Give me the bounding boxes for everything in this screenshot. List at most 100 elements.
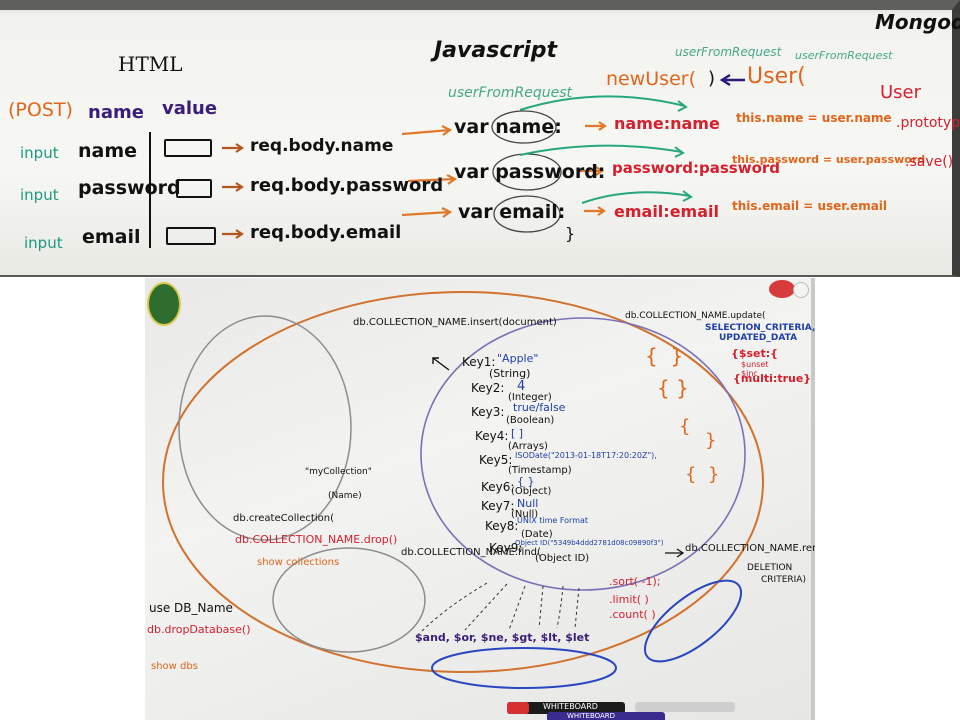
key-2-type: (Integer) — [508, 392, 552, 403]
find-operator-lines — [420, 582, 580, 633]
whiteboard-html-js-mongodb: HTML Javascript Mongodb (POST) name valu… — [0, 0, 960, 277]
key-8-type: (Date) — [521, 529, 553, 540]
mongodb-header: Mongodb — [875, 10, 960, 34]
database-ellipse — [162, 291, 764, 673]
update-arg-criteria: SELECTION_CRITERIA, — [705, 323, 815, 333]
drop-database-command: db.dropDatabase() — [147, 623, 251, 636]
key-4: Key4: — [475, 429, 509, 443]
use-database-command: use DB_Name — [149, 601, 233, 615]
assign-password: this.password = user.password — [732, 153, 926, 166]
count-modifier: .count( ) — [609, 608, 656, 621]
post-method-label: (POST) — [8, 99, 73, 121]
input-tag-label: input — [20, 186, 59, 204]
show-collections-command: show collections — [257, 557, 340, 568]
req-arrows — [222, 143, 244, 239]
value-column-header: value — [162, 98, 218, 119]
key-3-type: (Boolean) — [506, 415, 555, 426]
html-header: HTML — [118, 52, 183, 76]
var-email: var email: — [458, 201, 566, 223]
email-input-box-drawing — [166, 227, 216, 245]
red-magnet — [769, 280, 795, 298]
school-logo-sticker — [147, 282, 181, 326]
assign-name: this.name = user.name — [736, 111, 892, 125]
input-name-label: name — [78, 140, 138, 162]
marker-label: WHITEBOARD — [543, 702, 598, 711]
user-arrow — [719, 73, 745, 87]
update-command-prefix: db.COLLECTION_NAME.update( — [625, 311, 766, 321]
key-6-type: (Object) — [511, 486, 552, 497]
white-magnet — [793, 282, 809, 298]
key-5-type: (Timestamp) — [508, 465, 572, 476]
key-7-value: Null — [517, 497, 539, 510]
document-ellipse — [420, 317, 746, 591]
marker-label: WHITEBOARD — [567, 712, 616, 720]
collection-ellipse-1 — [178, 315, 352, 541]
multi-option: {multi:true} — [733, 372, 812, 385]
remove-command: db.COLLECTION_NAME.remove( — [685, 543, 815, 554]
var-arrows — [401, 121, 607, 218]
input-tag-label: input — [24, 234, 63, 252]
collection-name-label: (Name) — [328, 491, 362, 501]
brace-decoration: { } — [645, 344, 684, 368]
key-7-type: (Null) — [511, 509, 539, 520]
marker-black: WHITEBOARD — [507, 702, 625, 714]
input-tag-label: input — [20, 144, 59, 162]
object-close-brace: } — [565, 224, 576, 243]
unset-operator: $unset — [741, 360, 769, 369]
user-from-request-label: userFromRequest — [448, 85, 573, 101]
new-user-close-paren: ) — [708, 68, 716, 89]
query-ellipse-2 — [643, 579, 743, 663]
collection-ellipse-2 — [272, 547, 426, 653]
marker-gray — [635, 702, 735, 712]
name-column-header: name — [88, 102, 144, 123]
mongo-prototype: .prototype — [896, 115, 960, 131]
sort-modifier: .sort( -1); — [609, 575, 661, 588]
javascript-header: Javascript — [434, 38, 558, 63]
key-3-value: true/false — [513, 401, 566, 414]
drop-collection-command: db.COLLECTION_NAME.drop() — [235, 533, 398, 546]
marker-purple: WHITEBOARD — [547, 712, 665, 720]
key-6-value: { } — [517, 475, 535, 488]
create-collection-command: db.createCollection( — [233, 513, 334, 524]
key-8-value: UNIX time Format — [517, 516, 589, 525]
var-ovals — [491, 110, 562, 233]
key-1-value: "Apple" — [497, 352, 539, 365]
key-2-value: 4 — [517, 379, 526, 394]
name-input-box-drawing — [164, 139, 212, 157]
deletion-label-2: CRITERIA) — [761, 575, 806, 585]
assign-email: this.email = user.email — [732, 199, 888, 213]
password-input-box-drawing — [176, 179, 212, 198]
map-password: password:password — [612, 159, 781, 177]
user-from-request-param: userFromRequest — [795, 49, 893, 62]
query-ellipse-1 — [431, 647, 617, 689]
whiteboard-mongodb-crud: db.COLLECTION_NAME.insert(document) db.C… — [145, 278, 815, 720]
key-5: Key5: — [479, 453, 513, 467]
green-curve-arrows — [519, 95, 693, 204]
key-4-type: (Arrays) — [508, 441, 548, 452]
var-name: var name: — [454, 116, 562, 138]
new-user-call: newUser( — [606, 68, 696, 90]
brace-decoration: { — [679, 416, 691, 437]
key-2: Key2: — [471, 381, 505, 395]
req-body-password: req.body.password — [250, 175, 444, 196]
key-9-type: (Object ID) — [535, 553, 590, 564]
limit-modifier: .limit( ) — [609, 593, 649, 606]
user-from-request-arg: userFromRequest — [675, 45, 782, 59]
deletion-label-1: DELETION — [747, 563, 793, 573]
map-email: email:email — [614, 202, 719, 221]
mongo-save: .save() — [905, 154, 954, 170]
find-command: db.COLLECTION_NAME.find( — [401, 547, 541, 558]
var-password: var password: — [454, 161, 606, 183]
req-body-email: req.body.email — [250, 222, 402, 243]
key-1: Key1: — [462, 355, 496, 369]
brace-decoration: { } — [685, 464, 720, 485]
update-arg-data: UPDATED_DATA — [719, 333, 798, 343]
insert-command: db.COLLECTION_NAME.insert(document) — [353, 317, 557, 328]
key-3: Key3: — [471, 405, 505, 419]
key-9-value: Object ID("5349b4ddd2781d08c09890f3") — [515, 539, 664, 547]
set-operator: {$set:{ — [731, 347, 778, 360]
key-9: Key9: — [489, 541, 523, 555]
query-operators: $and, $or, $ne, $gt, $lt, $let — [415, 631, 590, 644]
key-5-value: ISODate("2013-01-18T17:20:20Z"), — [515, 451, 657, 460]
user-constructor: User( — [747, 64, 806, 89]
